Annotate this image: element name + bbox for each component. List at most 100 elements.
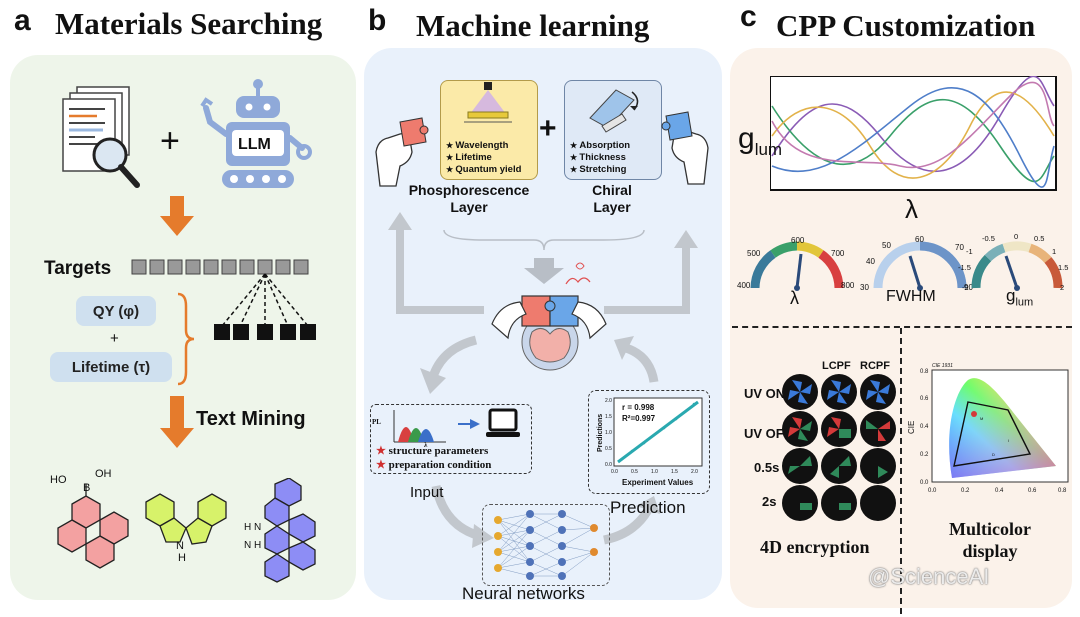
left-hand-puzzle-icon	[375, 117, 429, 187]
cie-title: CIE 1931	[932, 363, 953, 369]
chiral-layer-label: Chiral Layer	[592, 182, 632, 215]
boronic-b: B	[83, 482, 91, 494]
gauge-lambda-tick-3: 700	[831, 249, 845, 258]
horizontal-divider	[732, 326, 1072, 328]
wavelength-gauge: 400 500 600 700 800	[737, 236, 855, 291]
prop-thickness: Thickness	[570, 152, 630, 164]
plot-xlabel: Experiment Values	[622, 478, 694, 487]
lifetime-pill: Lifetime (τ)	[50, 352, 172, 382]
prediction-scatter-plot: r = 0.998 R²=0.997 Predictions 0.0 0.5 1…	[597, 397, 703, 487]
gauge-glum-tick-1: -1.5	[958, 263, 971, 272]
gauge-lambda-tick-1: 500	[747, 249, 761, 258]
indolo-h2: H	[254, 540, 262, 551]
gauge-glum-tick-6: 1	[1052, 247, 1056, 256]
bullet-structure: ★ structure parameters	[376, 445, 489, 457]
gauge-glum-label: glum	[1006, 286, 1034, 309]
gauge-glum-tick-2: -1	[966, 247, 973, 256]
prediction-label: Prediction	[610, 498, 686, 517]
gauge-lambda-label: λ	[790, 288, 799, 308]
chiral-film-icon	[589, 89, 639, 133]
ml-flow-arrows	[388, 212, 698, 548]
neural-network-icon	[494, 510, 598, 580]
bullet-preparation: ★ preparation condition	[376, 459, 492, 471]
cie-ytick-4: 0.8	[920, 369, 929, 375]
glum-gauge: -2 -1.5 -1 -0.5 0 0.5 1 1.5 2	[958, 232, 1068, 292]
col-header-lcpf: LCPF	[822, 360, 851, 372]
down-arrow-icon	[160, 196, 194, 236]
prediction-box	[588, 390, 710, 494]
robot-llm-icon	[200, 79, 312, 188]
cie-xtick-4: 0.8	[1058, 488, 1067, 494]
phosphorescence-layer-label: Phosphorescence Layer	[408, 182, 530, 215]
qy-pill: QY (φ)	[76, 296, 156, 326]
prop-absorption: Absorption	[570, 140, 630, 152]
pl-spectrum-icon	[393, 410, 446, 443]
plot-xtick-2: 1.0	[651, 469, 658, 475]
plus-sign: +	[160, 122, 180, 160]
input-bullets: ★ structure parameters ★ preparation con…	[376, 444, 491, 472]
prop-lifetime: Lifetime	[446, 152, 521, 164]
fwhm-gauge: 30 40 50 60 70 90	[860, 236, 973, 292]
indolo-n2: N	[244, 540, 252, 551]
arrow-to-laptop-icon	[458, 419, 480, 429]
plot-ytick-1: 0.5	[605, 446, 612, 452]
cie-ylabel: CIE	[907, 421, 916, 434]
gauge-glum-tick-8: 2	[1060, 283, 1064, 292]
plot-r-text: r = 0.998	[622, 403, 655, 412]
gauge-glum-tick-0: -2	[962, 283, 969, 292]
llm-label: LLM	[238, 136, 271, 153]
cie-ytick-2: 0.4	[920, 424, 929, 430]
indolo-n1: N	[254, 522, 262, 533]
svg-text:M: M	[980, 416, 983, 421]
plot-xtick-1: 0.5	[631, 469, 638, 475]
plot-ytick-3: 1.5	[605, 414, 612, 420]
laptop-icon	[486, 408, 520, 437]
cie-xtick-2: 0.4	[995, 488, 1004, 494]
watermark-text: @ScienceAI	[868, 564, 990, 589]
gauge-glum-tick-7: 1.5	[1058, 263, 1068, 272]
cards-plus: +	[539, 112, 557, 145]
prop-stretching: Stretching	[570, 164, 630, 176]
lambda-axis-label: λ	[424, 441, 428, 449]
prop-quantum-yield: Quantum yield	[446, 164, 521, 176]
plot-xtick-0: 0.0	[611, 469, 618, 475]
col-header-rcpf: RCPF	[860, 360, 890, 372]
panel-b-letter: b	[368, 4, 387, 37]
cie-chromaticity-plot: MID 0.0 0.2 0.4 0.6 0.8 0.0 0.2 0.4 0.6 …	[907, 363, 1069, 494]
panel-c-title: CPP Customization	[776, 8, 1036, 43]
boronic-oh: OH	[95, 468, 112, 480]
documents-search-icon	[62, 86, 140, 188]
plot-ytick-4: 2.0	[605, 398, 612, 404]
cie-ytick-3: 0.6	[920, 396, 929, 402]
neural-network-box	[482, 504, 610, 586]
glum-axis-label: glum	[738, 122, 783, 159]
vertical-divider	[900, 328, 902, 614]
cie-xtick-0: 0.0	[928, 488, 937, 494]
gauge-glum-tick-3: -0.5	[982, 234, 995, 243]
purple-indolocarbazole-molecule	[264, 478, 316, 583]
targets-boxes	[131, 259, 316, 340]
lamp-icon	[464, 82, 512, 123]
gauge-fwhm-tick-0: 30	[860, 283, 869, 292]
cie-xtick-3: 0.6	[1028, 488, 1037, 494]
plot-ytick-2: 1.0	[605, 430, 612, 436]
right-hand-puzzle-icon	[661, 111, 709, 185]
boronic-ho: HO	[50, 474, 67, 486]
cie-xtick-1: 0.2	[961, 488, 970, 494]
encryption-disks	[782, 374, 896, 521]
pyrene-molecule	[57, 484, 129, 569]
gauge-glum-tick-5: 0.5	[1034, 234, 1044, 243]
text-mining-label: Text Mining	[196, 408, 306, 430]
multicolor-display-label: Multicolor display	[949, 519, 1031, 561]
brace-icon	[177, 292, 195, 386]
cie-ytick-0: 0.0	[920, 480, 929, 486]
chiral-properties: Absorption Thickness Stretching	[570, 140, 630, 176]
encryption-label: 4D encryption	[760, 537, 870, 557]
svg-text:I: I	[1008, 438, 1009, 443]
green-carbazole-molecule	[145, 493, 227, 545]
carbazole-n: N	[176, 540, 184, 552]
row-label-0-5s: 0.5s	[754, 460, 780, 475]
plot-xtick-4: 2.0	[691, 469, 698, 475]
gauge-fwhm-tick-1: 40	[866, 257, 875, 266]
pl-axis-label: PL	[372, 418, 381, 426]
